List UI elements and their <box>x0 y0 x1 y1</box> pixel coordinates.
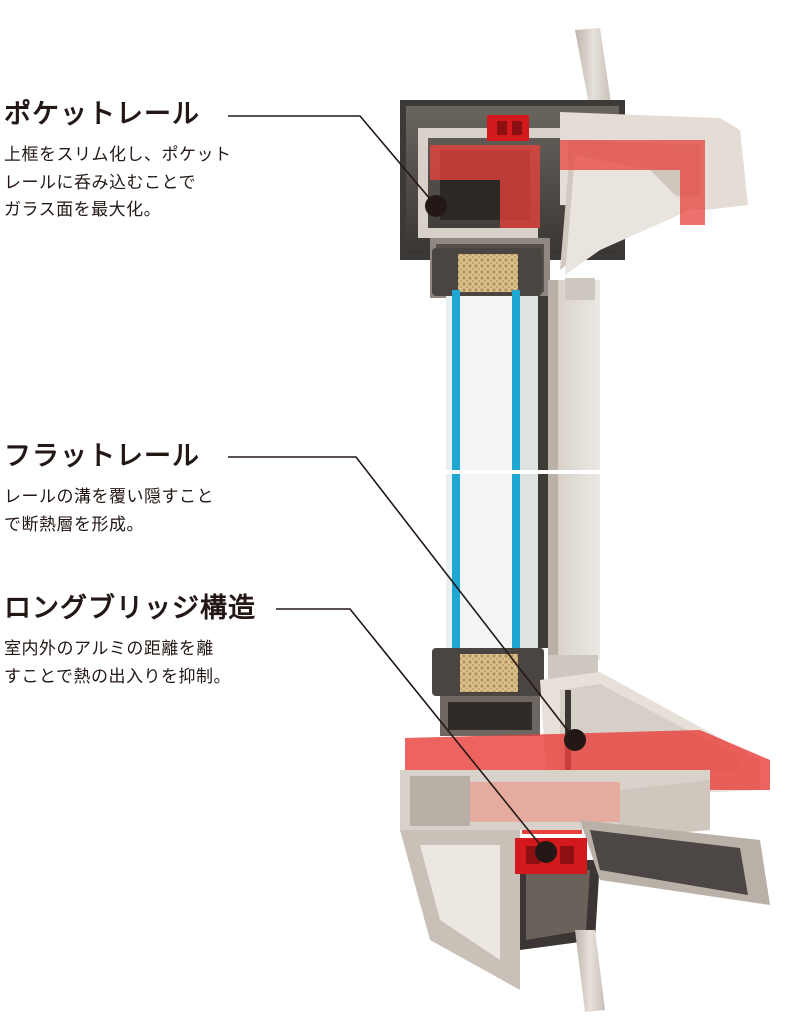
marker-pocket-rail <box>425 195 447 217</box>
callout-description: レールの溝を覆い隠すこと で断熱層を形成。 <box>4 487 214 535</box>
leader-lines <box>228 115 576 853</box>
callout-description: 室内外のアルミの距離を離 すことで熱の出入りを抑制。 <box>4 639 231 687</box>
thermal-break-top <box>487 115 529 141</box>
pocket-rail-highlight-left <box>430 145 540 228</box>
exterior-fin-top <box>575 28 612 110</box>
leader-line-pocket-rail <box>228 115 437 207</box>
callout-title: ロングブリッジ構造 <box>4 593 256 624</box>
pocket-rail-highlight-right <box>560 140 705 225</box>
glass-unit <box>446 278 600 660</box>
leader-line-long-bridge <box>276 608 547 853</box>
callout-description: 上框をスリム化し、ポケット レールに呑み込むことで ガラス面を最大化。 <box>4 145 232 220</box>
callout-title: ポケットレール <box>4 99 200 130</box>
callout-title: フラットレール <box>4 441 200 472</box>
callout-long-bridge: ロングブリッジ構造 室内外のアルミの距離を離 すことで熱の出入りを抑制。 <box>4 592 304 691</box>
top-frame <box>400 28 748 298</box>
marker-long-bridge <box>535 841 557 863</box>
desiccant-spacer-bottom <box>460 654 518 692</box>
markers <box>425 195 586 863</box>
desiccant-spacer-top <box>458 254 518 292</box>
callout-flat-rail: フラットレール レールの溝を覆い隠すこと で断熱層を形成。 <box>4 440 304 539</box>
bottom-frame <box>400 672 770 1012</box>
marker-flat-rail <box>564 729 586 751</box>
leader-line-flat-rail <box>228 456 576 741</box>
callout-pocket-rail: ポケットレール 上框をスリム化し、ポケット レールに呑み込むことで ガラス面を最… <box>4 98 304 225</box>
